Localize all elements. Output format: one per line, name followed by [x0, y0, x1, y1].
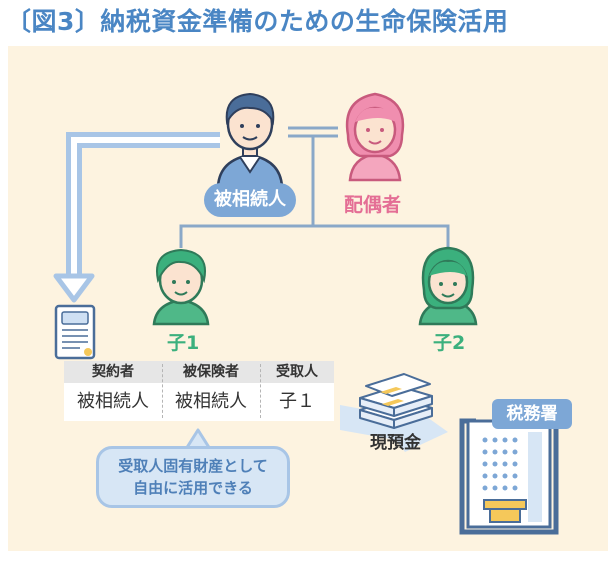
- value-insured: 被相続人: [175, 391, 247, 412]
- insured-label: 被相続人: [204, 183, 296, 217]
- cash-label: 現預金: [370, 433, 421, 453]
- marriage-line: [288, 126, 338, 138]
- family-tree-lines: [179, 136, 450, 248]
- child1-label: 子1: [167, 332, 200, 354]
- child2-person-icon: [418, 246, 478, 326]
- header-insured: 被保険者: [183, 364, 239, 380]
- column-divider: [162, 364, 163, 418]
- child2-label: 子2: [433, 332, 466, 354]
- header-policyholder: 契約者: [92, 364, 134, 380]
- speech-bubble: 受取人固有財産として 自由に活用できる: [96, 446, 290, 508]
- insured-person-icon: [216, 92, 284, 188]
- value-beneficiary: 子１: [279, 391, 315, 412]
- contract-table-header: [64, 361, 334, 383]
- spouse-label: 配偶者: [344, 194, 402, 216]
- header-beneficiary: 受取人: [276, 364, 318, 380]
- insurance-policy-icon: [54, 304, 96, 360]
- tax-office-building-icon: [459, 418, 559, 535]
- value-policyholder: 被相続人: [77, 391, 149, 412]
- policy-arrow: [53, 132, 220, 303]
- cash-stack-icon: [359, 373, 433, 429]
- bubble-line-2: 自由に活用できる: [133, 479, 253, 497]
- page-title: 〔図3〕納税資金準備のための生命保険活用: [6, 7, 509, 36]
- spouse-person-icon: [345, 92, 405, 182]
- child1-person-icon: [152, 248, 210, 326]
- column-divider: [260, 364, 261, 418]
- tax-office-label: 税務署: [492, 399, 572, 429]
- contract-table: 契約者 被保険者 受取人 被相続人 被相続人 子１: [64, 361, 334, 421]
- bubble-line-1: 受取人固有財産として: [118, 457, 268, 475]
